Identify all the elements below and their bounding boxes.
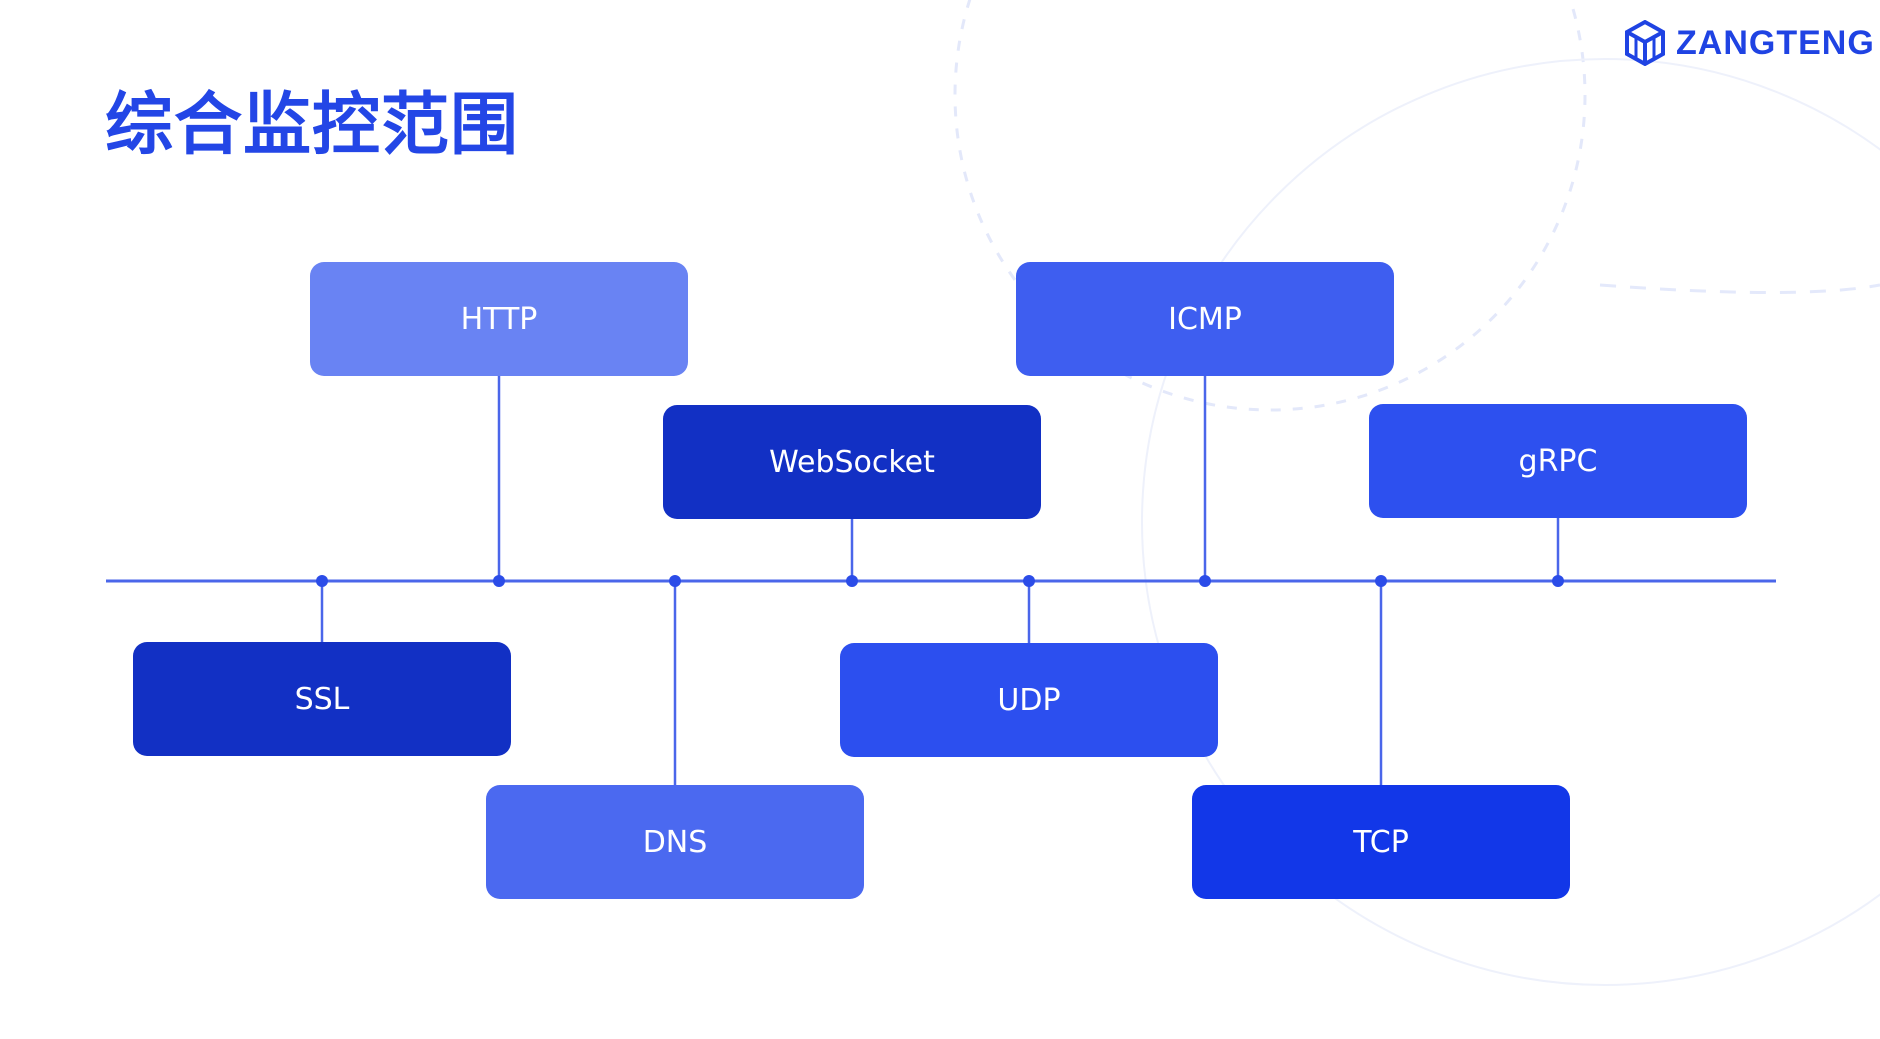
protocol-node-grpc: gRPC xyxy=(1369,404,1747,518)
protocol-node-dns: DNS xyxy=(486,785,864,899)
brand-logo: ZANGTENG xyxy=(1624,19,1875,67)
protocol-label: DNS xyxy=(642,824,708,860)
connector-dot xyxy=(1199,575,1211,587)
protocol-node-ssl: SSL xyxy=(133,642,511,756)
protocol-node-websocket: WebSocket xyxy=(663,405,1041,519)
protocol-label: UDP xyxy=(997,682,1061,718)
protocol-label: WebSocket xyxy=(769,444,935,480)
protocol-label: HTTP xyxy=(460,301,538,337)
cube-logo-icon xyxy=(1625,20,1665,66)
protocol-label: gRPC xyxy=(1518,443,1598,479)
protocol-node-http: HTTP xyxy=(310,262,688,376)
connector-dot xyxy=(846,575,858,587)
protocol-label: TCP xyxy=(1353,824,1409,860)
protocol-label: SSL xyxy=(294,681,350,717)
protocol-node-udp: UDP xyxy=(840,643,1218,757)
protocol-node-icmp: ICMP xyxy=(1016,262,1394,376)
connector-dot xyxy=(1375,575,1387,587)
page-title: 综合监控范围 xyxy=(105,86,520,165)
connector-dot xyxy=(669,575,681,587)
connector-dot xyxy=(1023,575,1035,587)
protocol-node-tcp: TCP xyxy=(1192,785,1570,899)
connector-dot xyxy=(1552,575,1564,587)
connector-dot xyxy=(493,575,505,587)
brand-name: ZANGTENG xyxy=(1676,23,1875,62)
protocol-label: ICMP xyxy=(1168,301,1242,337)
connector-dot xyxy=(316,575,328,587)
